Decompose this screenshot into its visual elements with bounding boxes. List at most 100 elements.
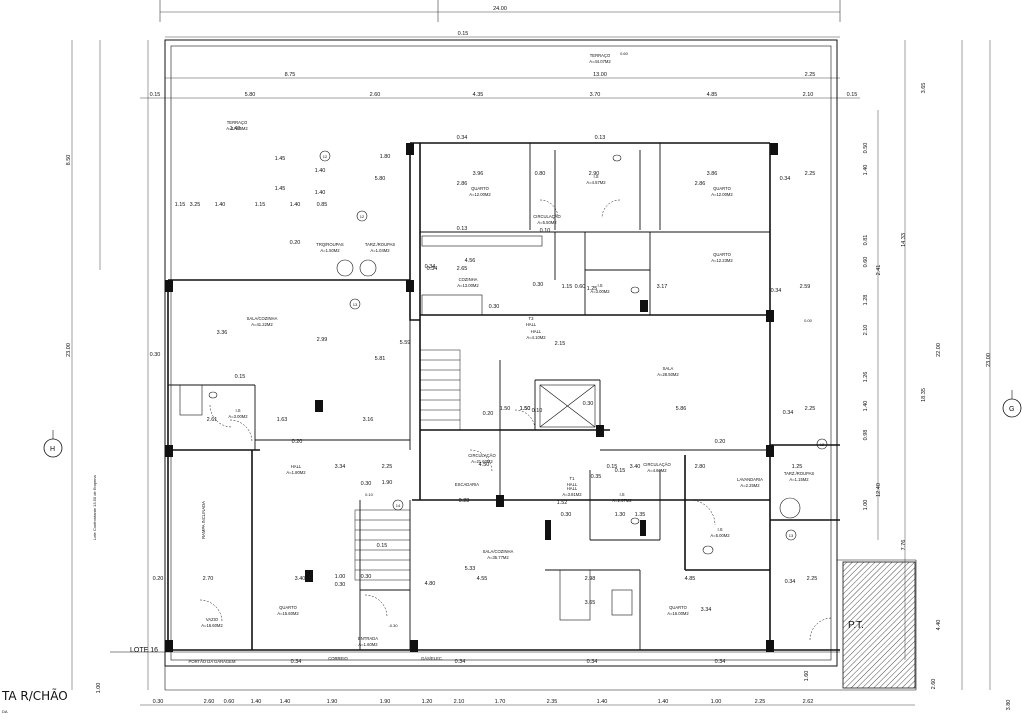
dim-bottom: 2.25: [755, 699, 766, 705]
room-name: HALL: [567, 486, 578, 491]
dim-interior: 1.15: [175, 202, 186, 208]
room-area: A=4.60M2: [647, 468, 667, 473]
dim-interior: 1.52: [557, 500, 568, 506]
room-area: A=1.60M2: [358, 642, 378, 647]
dim-interior: 0.34: [783, 410, 794, 416]
dim-interior: 2.86: [695, 181, 706, 187]
room-name: I.S: [593, 174, 598, 179]
dim-interior: 3.34: [701, 607, 712, 613]
dim-interior: 1.45: [275, 186, 286, 192]
dim-interior: 0.34: [785, 579, 796, 585]
room-area: A=1.04M2: [370, 248, 390, 253]
interior-walls: [168, 143, 770, 650]
dim-interior: 1.50: [520, 406, 531, 412]
room-area: A=16.60M2: [201, 623, 223, 628]
dim-interior: 2.59: [800, 284, 811, 290]
room-name: TERRAÇO: [227, 120, 248, 125]
dim-interior: 0.30: [361, 574, 372, 580]
dim-interior: 3.40: [295, 576, 306, 582]
dim-bottom: 2.62: [803, 699, 814, 705]
room-name: CIRCULAÇÃO: [533, 214, 561, 219]
room-area: A=1.80M2: [286, 470, 306, 475]
dim-interior: 1.45: [275, 156, 286, 162]
dim-interior: 0.15: [607, 464, 618, 470]
dim-left: 23.00: [66, 343, 72, 357]
room-area: A=3.00M2: [590, 289, 610, 294]
level-marker: -0.30: [388, 623, 398, 628]
dim-right: 3.65: [921, 83, 927, 94]
room-name: I.S: [235, 408, 240, 413]
dim-interior: 1.40: [215, 202, 226, 208]
dim-interior: 0.30: [533, 282, 544, 288]
dim-interior: 3.34: [335, 464, 346, 470]
level-marker: 13: [789, 533, 794, 538]
dim-bottom: 1.40: [280, 699, 291, 705]
level-marker: 0.10: [365, 492, 374, 497]
dim-interior: 2.25: [807, 576, 818, 582]
dim-interior: 0.10: [532, 408, 543, 414]
dim-bottom: 0.60: [224, 699, 235, 705]
room-area: A=13.00M2: [457, 283, 479, 288]
dim-bottom: 1.20: [422, 699, 433, 705]
dim-right: 1.40: [863, 401, 869, 412]
dim-bottom: 1.90: [380, 699, 391, 705]
dim-interior: 5.81: [375, 356, 386, 362]
dim-interior: 1.80: [380, 154, 391, 160]
dim-interior: 0.15: [377, 543, 388, 549]
room-name: QUARTO: [669, 605, 688, 610]
dim-interior: 0.30: [335, 582, 346, 588]
dim-interior: 2.98: [585, 576, 596, 582]
level-marker: 12: [820, 442, 825, 447]
dim-right: 1.26: [863, 372, 869, 383]
columns: [165, 143, 778, 652]
dim-interior: 2.65: [457, 266, 468, 272]
drawing-title: TA R/CHÃO: [1, 688, 68, 703]
dim-interior: 0.30: [561, 512, 572, 518]
dim-interior: 1.90: [382, 480, 393, 486]
dim-interior: 0.80: [535, 171, 546, 177]
room-name: I.S: [597, 283, 602, 288]
room-area: A=15.60M2: [277, 611, 299, 616]
dim-bottom: 1.40: [597, 699, 608, 705]
dim-interior: 1.15: [562, 284, 573, 290]
dim-interior: 5.33: [465, 566, 476, 572]
dim-interior: 0.30: [489, 304, 500, 310]
dim-interior: 1.25: [587, 286, 598, 292]
room-name: RAMPA INCLINADA: [201, 501, 206, 539]
dim-interior: 2.90: [589, 171, 600, 177]
dim-interior: 4.55: [477, 576, 488, 582]
dim-right: 1.00: [863, 500, 869, 511]
dim-bottom: 2.10: [454, 699, 465, 705]
dim-interior: 0.34: [425, 264, 436, 270]
dim-interior: 1.40: [230, 126, 241, 132]
dim-bottom: 2.35: [547, 699, 558, 705]
room-area: A=28.50M2: [657, 372, 679, 377]
dim-right: 1.28: [863, 295, 869, 306]
room-name: QUARTO: [713, 186, 732, 191]
dim-interior: 0.30: [150, 352, 161, 358]
dim-right: 7.76: [901, 540, 907, 551]
drawing-subtitle: DA: [2, 709, 8, 714]
dim-top-row1: 0.15: [458, 31, 469, 37]
dim-interior: 3.36: [217, 330, 228, 336]
room-area: A=12.23M2: [711, 258, 733, 263]
room-name: QUARTO: [471, 186, 490, 191]
section-marker-circle: [816, 438, 828, 450]
dim-interior: 0.20: [290, 240, 301, 246]
dim-interior: 1.40: [315, 168, 326, 174]
axis-marker-h: H: [43, 430, 63, 458]
dim-interior: 1.00: [335, 574, 346, 580]
room-name: TRQ/ROUPAS: [316, 242, 344, 247]
room-name: TARZ./ROUPAS: [784, 471, 815, 476]
dim-interior: 4.50: [479, 462, 490, 468]
room-area: A=2.25M2: [740, 483, 760, 488]
door-swings: [199, 199, 833, 641]
dim-interior: 2.86: [457, 181, 468, 187]
dim-top-row3: 4.85: [707, 92, 718, 98]
room-name: CIRCULAÇÃO: [643, 462, 671, 467]
dim-right: 3.80: [1006, 700, 1012, 711]
dim-right: 4.40: [936, 620, 942, 631]
side-note: Lote Confrontante 13.50 de Empena: [92, 475, 97, 540]
room-name: ENTRADA: [358, 636, 378, 641]
